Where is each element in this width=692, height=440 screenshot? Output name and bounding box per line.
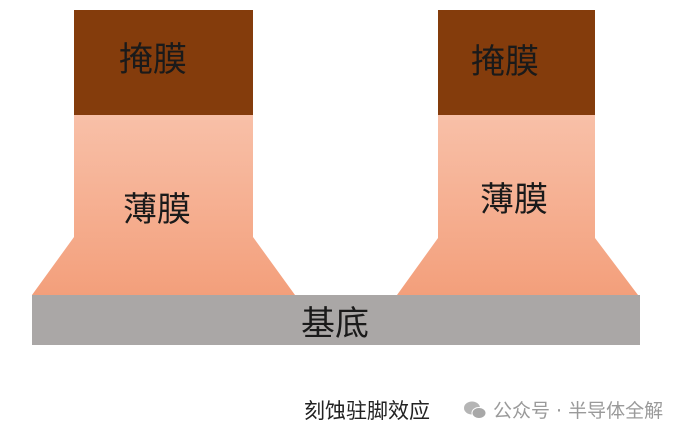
film-label-right: 薄膜 <box>480 180 548 220</box>
watermark-text: 公众号 · 半导体全解 <box>493 400 664 422</box>
mask-left <box>74 10 253 115</box>
wechat-icon <box>463 400 487 420</box>
figure-caption: 刻蚀驻脚效应 <box>304 399 430 423</box>
mask-label-right: 掩膜 <box>471 42 539 82</box>
substrate-label: 基底 <box>301 304 369 344</box>
mask-right <box>438 10 595 115</box>
film-left <box>32 115 295 295</box>
film-label-left: 薄膜 <box>123 190 191 230</box>
substrate <box>32 295 640 345</box>
watermark: 公众号 · 半导体全解 <box>463 396 663 423</box>
film-right <box>397 115 638 295</box>
mask-label-left: 掩膜 <box>119 40 187 80</box>
